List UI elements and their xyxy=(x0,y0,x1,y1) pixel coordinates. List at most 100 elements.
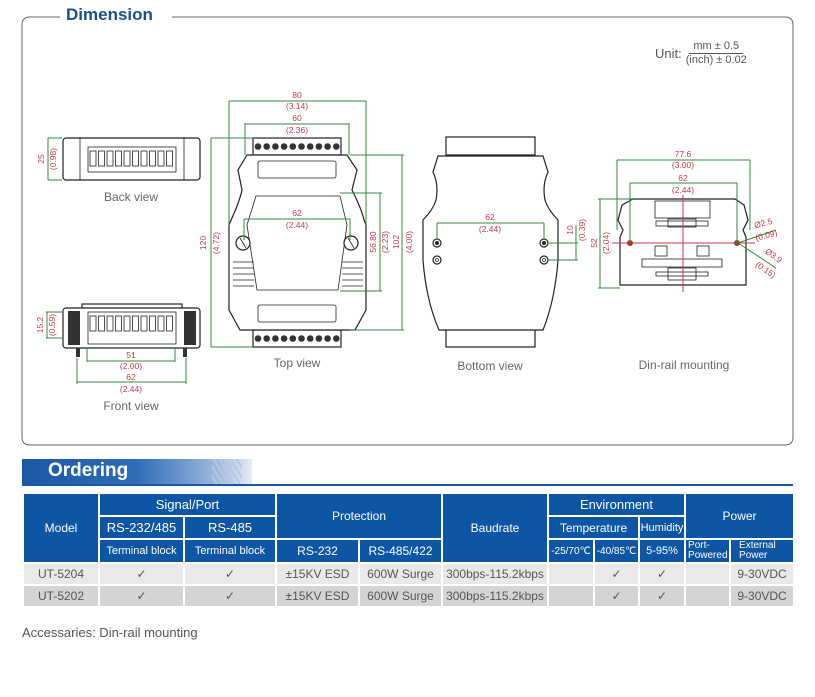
cell-port-powered xyxy=(684,562,732,586)
table-row: UT-5204 ✓ ✓ ±15KV ESD 600W Surge 300bps-… xyxy=(22,562,796,586)
terminal-pin xyxy=(106,150,114,167)
top-width-in: (3.14) xyxy=(286,101,308,111)
terminal-screw xyxy=(298,143,305,150)
cell-prot-rs485-422: 600W Surge xyxy=(358,562,443,586)
terminal-pin xyxy=(132,150,139,167)
cell-prot-rs232: ±15KV ESD xyxy=(275,584,360,608)
terminal-pin xyxy=(149,315,156,332)
terminal-pin xyxy=(140,315,148,332)
terminal-pin xyxy=(123,150,131,167)
din-d1-mm: Ø2.5 xyxy=(753,216,774,230)
check-icon: ✓ xyxy=(593,584,640,608)
terminal-screw xyxy=(254,143,262,150)
cell-port-powered xyxy=(684,584,732,608)
terminal-pin xyxy=(157,315,165,332)
cell-external-power: 9-30VDC xyxy=(729,562,796,586)
top-hole-mm: 62 xyxy=(292,208,302,218)
terminal-screw xyxy=(280,335,288,342)
dimension-drawing: 25 (0.98) Back view 15.2 (0.59) 51 (2.00… xyxy=(21,16,794,446)
din-width-in: (3.00) xyxy=(672,160,694,170)
check-icon: ✓ xyxy=(593,562,640,586)
header-port-powered: Port-Powered xyxy=(684,538,732,564)
terminal-pin xyxy=(98,315,105,332)
top-terminal-in: (2.36) xyxy=(286,125,308,135)
cell-model: UT-5204 xyxy=(22,562,100,586)
din-hole-mm: 62 xyxy=(678,173,688,183)
check-icon: ✓ xyxy=(637,584,687,608)
header-humidity-range: 5-95% xyxy=(637,538,687,564)
terminal-pin xyxy=(166,150,173,167)
front-pin-in: (2.44) xyxy=(120,384,142,394)
unit-fraction: mm ± 0.5 (inch) ± 0.02 xyxy=(686,40,747,66)
top-length-in: (4.72) xyxy=(211,232,221,254)
cell-model: UT-5202 xyxy=(22,584,100,608)
terminal-screw xyxy=(289,143,297,150)
header-signal-port: Signal/Port xyxy=(98,492,277,517)
header-terminal-block-1: Terminal block xyxy=(98,538,185,564)
terminal-pin xyxy=(157,150,165,167)
terminal-screw xyxy=(289,335,297,342)
header-prot-rs232: RS-232 xyxy=(275,538,360,564)
top-length-mm: 120 xyxy=(198,236,208,250)
cell-prot-rs485-422: 600W Surge xyxy=(358,584,443,608)
din-height-mm: 52 xyxy=(589,238,599,248)
top-view-label: Top view xyxy=(274,356,321,370)
terminal-screw xyxy=(254,335,262,342)
top-body-mm: 102 xyxy=(391,235,401,249)
accessaries-note: Accessaries: Din-rail mounting xyxy=(22,625,198,640)
terminal-screw xyxy=(306,335,314,342)
header-temperature: Temperature xyxy=(547,515,640,540)
terminal-screw xyxy=(272,143,279,150)
terminal-screw xyxy=(333,143,340,150)
terminal-pin xyxy=(132,315,139,332)
back-view-label: Back view xyxy=(104,190,158,204)
bottom-pitch-mm: 10 xyxy=(565,225,575,235)
terminal-pin xyxy=(149,150,156,167)
header-prot-rs485-422: RS-485/422 xyxy=(358,538,443,564)
din-rail-label: Din-rail mounting xyxy=(639,358,730,372)
cell-baudrate: 300bps-115.2kbps xyxy=(441,562,549,586)
terminal-screw xyxy=(324,143,331,150)
header-baudrate: Baudrate xyxy=(441,492,549,564)
cell-temp-1 xyxy=(547,562,595,586)
top-hole-in: (2.44) xyxy=(286,220,308,230)
bottom-hole-in: (2.44) xyxy=(479,224,501,234)
unit-label: Unit: xyxy=(655,45,682,61)
header-protection: Protection xyxy=(275,492,443,540)
terminal-screw xyxy=(298,335,305,342)
back-height-mm: 25 xyxy=(36,154,46,164)
dimension-title: Dimension xyxy=(60,5,159,25)
terminal-screw xyxy=(315,143,323,150)
top-body-in: (4.00) xyxy=(404,231,414,253)
terminal-pin xyxy=(115,150,122,167)
terminal-screw xyxy=(315,335,323,342)
cell-baudrate: 300bps-115.2kbps xyxy=(441,584,549,608)
terminal-pin xyxy=(123,315,131,332)
header-temp-1: -25/70℃ xyxy=(547,538,595,564)
terminal-screw xyxy=(324,335,331,342)
check-icon: ✓ xyxy=(183,562,277,586)
terminal-pin xyxy=(166,315,173,332)
top-width-mm: 80 xyxy=(292,90,302,100)
terminal-screw xyxy=(333,335,340,342)
check-icon: ✓ xyxy=(637,562,687,586)
terminal-screw xyxy=(263,335,271,342)
front-inner-in: (2.00) xyxy=(120,361,142,371)
top-view: 80 (3.14) 60 (2.36) 62 (2.44) 120 (4.72)… xyxy=(198,90,414,370)
header-humidity: Humidity xyxy=(637,515,687,540)
front-height-in: (0.59) xyxy=(47,314,57,336)
front-pin-mm: 62 xyxy=(126,372,136,382)
unit-inch: (inch) ± 0.02 xyxy=(685,54,747,66)
terminal-pin xyxy=(115,315,122,332)
terminal-screw xyxy=(306,143,314,150)
back-height-in: (0.98) xyxy=(48,148,58,170)
bottom-pitch-in: (0.39) xyxy=(577,219,587,241)
header-model: Model xyxy=(22,492,100,564)
header-rs485: RS-485 xyxy=(183,515,277,540)
back-view: 25 (0.98) Back view xyxy=(36,137,201,204)
cell-temp-1 xyxy=(547,584,595,608)
top-window-in: (2.23) xyxy=(380,231,390,253)
ordering-banner-stripes xyxy=(212,459,242,484)
cell-prot-rs232: ±15KV ESD xyxy=(275,562,360,586)
bottom-hole-mm: 62 xyxy=(485,212,495,222)
